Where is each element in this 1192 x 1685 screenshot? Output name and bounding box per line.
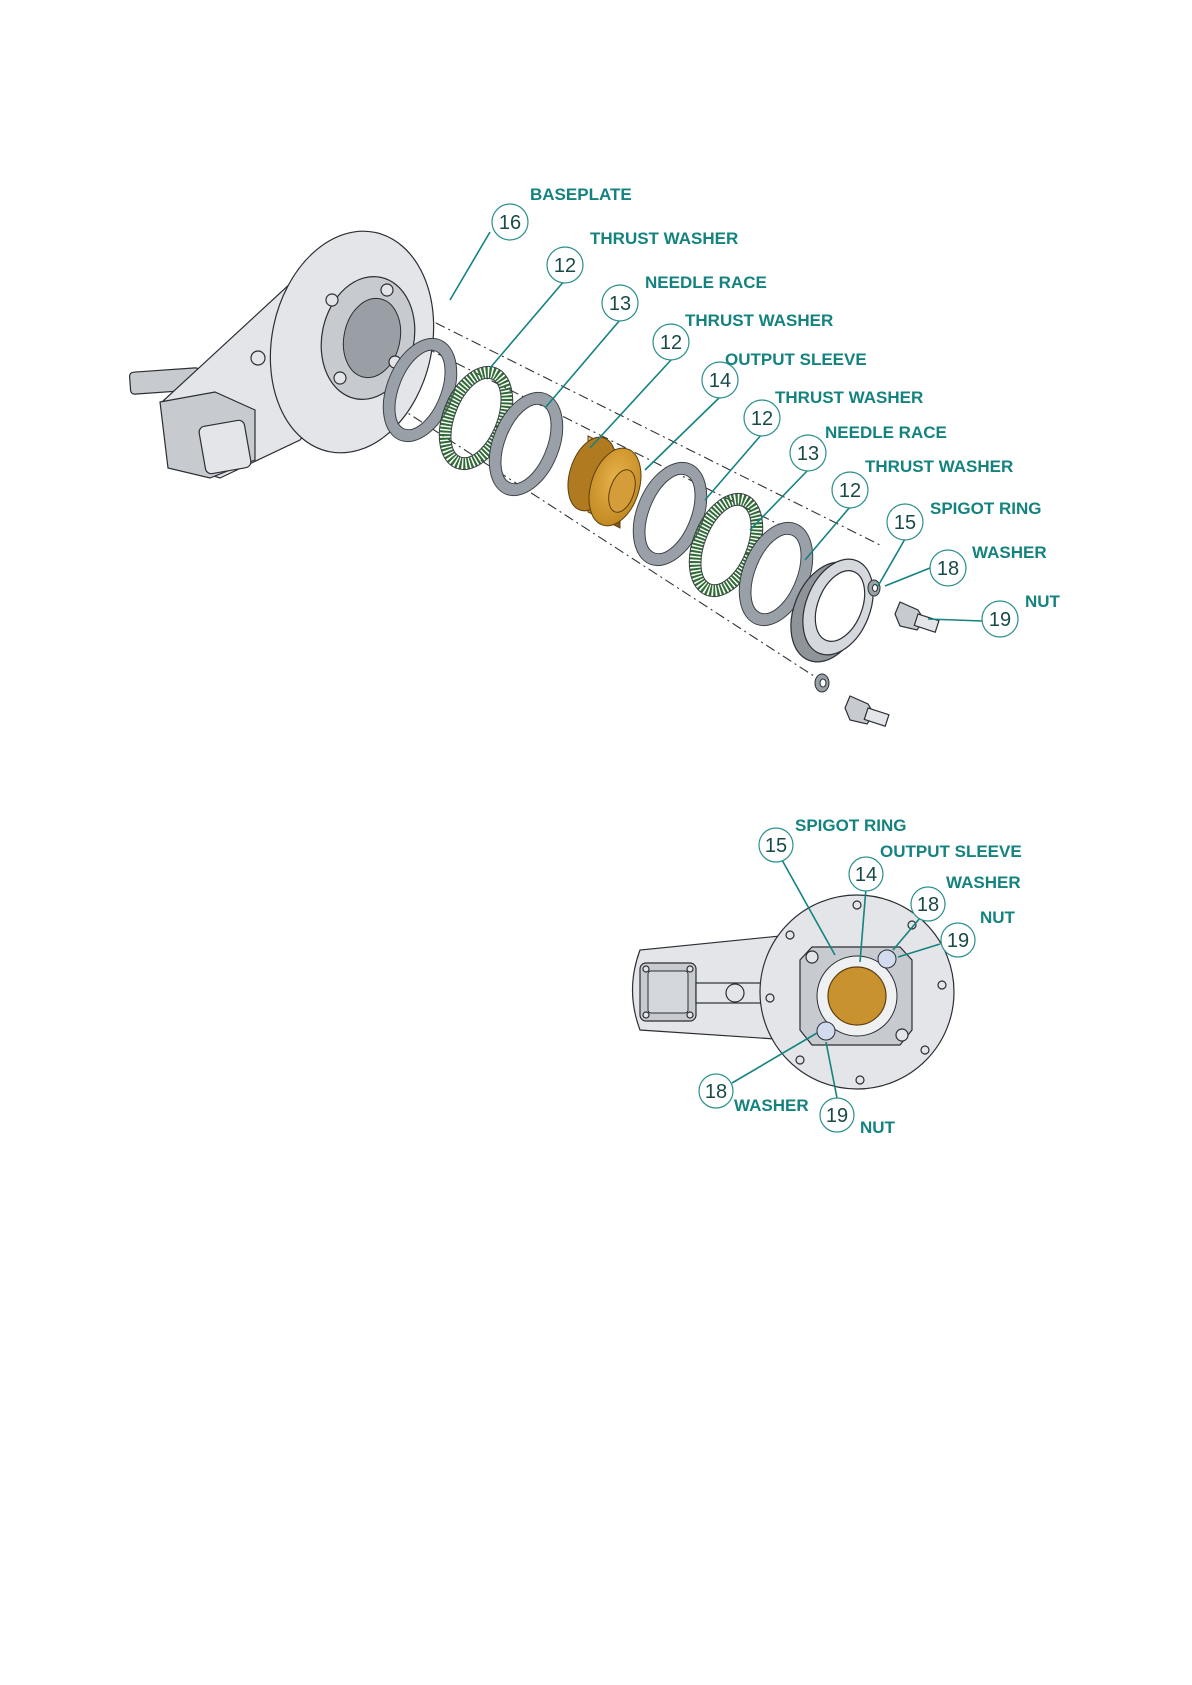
callout-label: SPIGOT RING (930, 499, 1041, 518)
callout-label: WASHER (734, 1096, 809, 1115)
callout-label: NEEDLE RACE (825, 423, 947, 442)
a-washer-2: 18 WASHER (699, 1074, 809, 1115)
callout-number: 14 (709, 370, 731, 392)
callout-label: THRUST WASHER (590, 229, 738, 248)
output-sleeve-assembled (828, 967, 886, 1025)
callout-number: 13 (609, 293, 631, 315)
bolt-hole (334, 372, 346, 384)
callout-number: 15 (765, 835, 787, 857)
callout-number: 19 (947, 930, 969, 952)
callout-label: OUTPUT SLEEVE (880, 842, 1022, 861)
callout-number: 18 (705, 1081, 727, 1103)
callout-label: NUT (860, 1118, 896, 1137)
callout-label: THRUST WASHER (685, 311, 833, 330)
callout-label: SPIGOT RING (795, 816, 906, 835)
callout-number: 14 (855, 864, 877, 886)
assembled-view: 15 SPIGOT RING 14 OUTPUT SLEEVE 18 WASHE… (633, 816, 1022, 1137)
callout-label: NEEDLE RACE (645, 273, 767, 292)
input-cover-plate (198, 419, 252, 474)
a-nut-2: 19 NUT (820, 1098, 896, 1137)
callout-number: 19 (989, 609, 1011, 631)
bolt-hole (326, 294, 338, 306)
callout-label: WASHER (946, 873, 1021, 892)
callout-number: 13 (797, 443, 819, 465)
washer-upper-part (868, 580, 880, 596)
c-washer: 18 WASHER (930, 543, 1047, 586)
callout-number: 19 (826, 1105, 848, 1127)
callout-label: NUT (1025, 592, 1061, 611)
callout-number: 12 (751, 408, 773, 430)
washer-lower-part (815, 674, 829, 692)
callout-label: OUTPUT SLEEVE (725, 350, 867, 369)
nut-lower-part (845, 696, 889, 726)
boss-hole (251, 351, 265, 365)
washer-nut-lower (817, 1022, 835, 1040)
callout-label: THRUST WASHER (775, 388, 923, 407)
callout-number: 15 (894, 512, 916, 534)
washer-nut-upper (878, 950, 896, 968)
callout-label: BASEPLATE (530, 185, 632, 204)
gearbox-housing-assembled (633, 895, 955, 1089)
callout-number: 16 (499, 212, 521, 234)
callout-number: 18 (937, 558, 959, 580)
spigot-ring-part (777, 549, 886, 673)
c-spigot-ring: 15 SPIGOT RING (887, 499, 1041, 540)
nut-upper-part (895, 602, 939, 632)
callout-label: NUT (980, 908, 1016, 927)
bolt-hole (381, 284, 393, 296)
c-nut: 19 NUT (982, 592, 1061, 637)
a-nut-1: 19 NUT (941, 908, 1016, 957)
callout-label: THRUST WASHER (865, 457, 1013, 476)
callout-number: 12 (839, 480, 861, 502)
callout-number: 12 (660, 332, 682, 354)
callout-number: 12 (554, 255, 576, 277)
exploded-view: 16 BASEPLATE 12 THRUST WASHER 13 NEEDLE … (129, 185, 1060, 726)
callout-label: WASHER (972, 543, 1047, 562)
callout-number: 18 (917, 894, 939, 916)
